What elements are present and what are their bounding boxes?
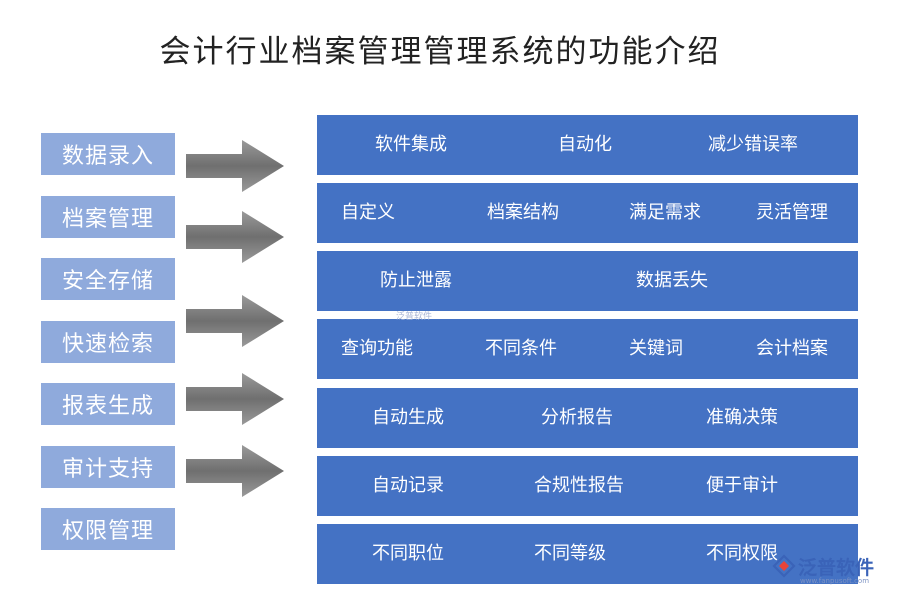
detail-item: 便于审计 [706, 475, 778, 496]
detail-row-data-entry: 软件集成 自动化 减少错误率 [317, 115, 858, 175]
detail-item: 不同权限 [706, 543, 778, 564]
category-archive-management: 档案管理 [41, 196, 175, 238]
center-watermark: 泛普软件 [396, 312, 433, 322]
detail-item: 档案结构 [487, 202, 559, 223]
detail-item: 关键词 [629, 338, 683, 359]
right-arrow-icon [186, 295, 284, 347]
detail-item: 自定义 [341, 202, 395, 223]
category-data-entry: 数据录入 [41, 133, 175, 175]
detail-item: 不同条件 [485, 338, 557, 359]
category-permission-management: 权限管理 [41, 508, 175, 550]
detail-item: 灵活管理 [756, 202, 828, 223]
detail-item: 合规性报告 [534, 475, 624, 496]
detail-item: 会计档案 [756, 338, 828, 359]
category-report-generation: 报表生成 [41, 383, 175, 425]
detail-item: 分析报告 [541, 407, 613, 428]
detail-row-audit-support: 自动记录 合规性报告 便于审计 [317, 456, 858, 516]
detail-row-permission-management: 不同职位 不同等级 不同权限 [317, 524, 858, 584]
detail-item: 准确决策 [706, 407, 778, 428]
category-secure-storage: 安全存储 [41, 258, 175, 300]
detail-item: 数据丢失 [636, 270, 708, 291]
right-arrow-icon [186, 211, 284, 263]
category-quick-search: 快速检索 [41, 321, 175, 363]
brand-logo: 泛普软件 www.fanpusoft.com [772, 548, 896, 588]
logo-url-text: www.fanpusoft.com [800, 577, 870, 585]
detail-item: 不同等级 [534, 543, 606, 564]
detail-item: 自动生成 [372, 407, 444, 428]
detail-item: 满足需求 [629, 202, 701, 223]
right-arrow-icon [186, 373, 284, 425]
detail-item: 自动化 [558, 134, 612, 155]
detail-item: 自动记录 [372, 475, 444, 496]
detail-row-quick-search: 查询功能 不同条件 关键词 会计档案 [317, 319, 858, 379]
logo-icon [772, 554, 796, 578]
detail-item: 减少错误率 [708, 134, 798, 155]
detail-row-archive-management: 自定义 档案结构 满足需求 灵活管理 [317, 183, 858, 243]
category-audit-support: 审计支持 [41, 446, 175, 488]
detail-item: 查询功能 [341, 338, 413, 359]
detail-item: 不同职位 [372, 543, 444, 564]
detail-item: 防止泄露 [380, 270, 452, 291]
page-title: 会计行业档案管理管理系统的功能介绍 [159, 34, 721, 70]
logo-brand-text: 泛普软件 [798, 557, 875, 579]
right-arrow-icon [186, 445, 284, 497]
detail-row-report-generation: 自动生成 分析报告 准确决策 [317, 388, 858, 448]
detail-item: 软件集成 [375, 134, 447, 155]
detail-row-secure-storage: 防止泄露 数据丢失 [317, 251, 858, 311]
right-arrow-icon [186, 140, 284, 192]
